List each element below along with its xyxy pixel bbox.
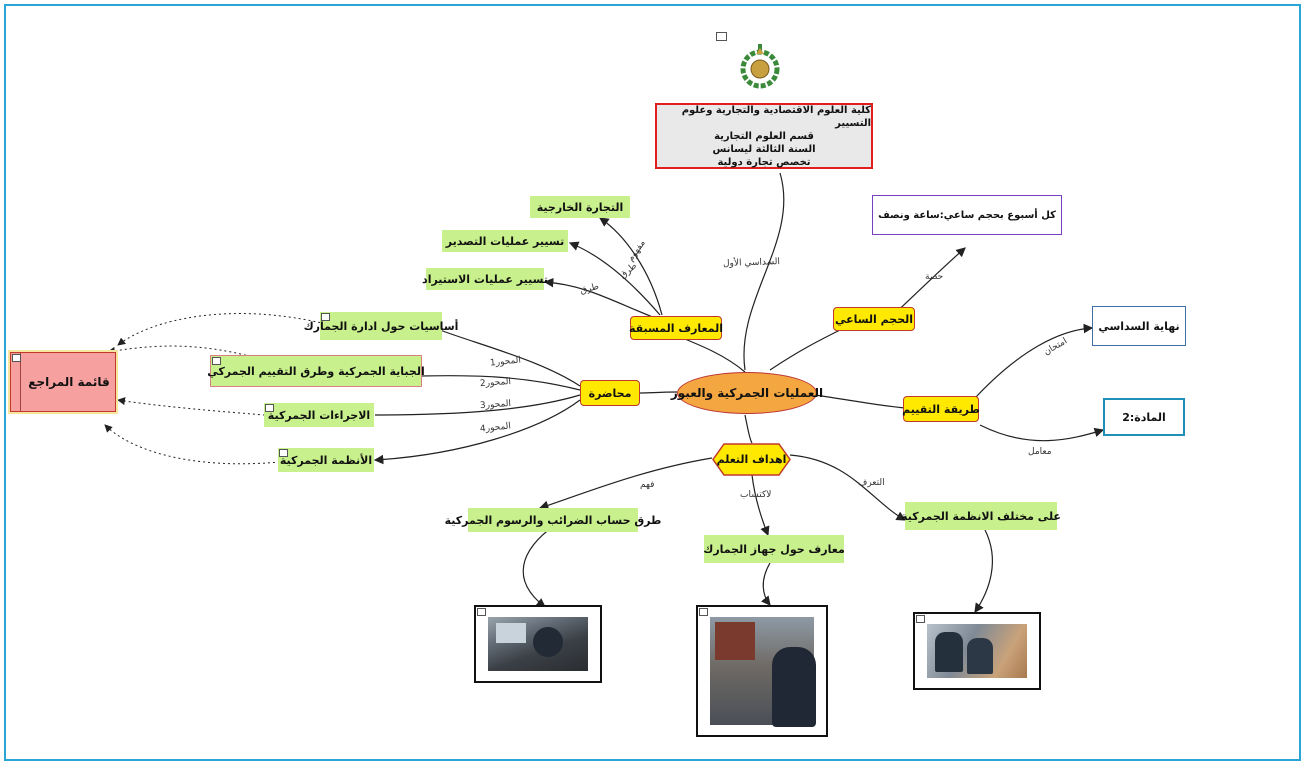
edge-lecture-axis1: [439, 329, 581, 387]
hours-item[interactable]: كل أسبوع بحجم ساعي:ساعة ونصف: [872, 195, 1062, 235]
lecture-item-procedures[interactable]: الاجراءات الجمركية: [264, 403, 374, 427]
goal-item-taxes[interactable]: طرق حساب الضرائب والرسوم الجمركية: [445, 508, 661, 532]
edge-center-eval: [814, 394, 906, 409]
hub-lecture[interactable]: محاضرة: [580, 380, 640, 406]
header-line-department: قسم العلوم التجارية: [714, 130, 814, 142]
edge-goals-systems: [789, 454, 907, 521]
lecture-item-procedures-label: الاجراءات الجمركية: [267, 408, 371, 422]
collapse-marker-icon[interactable]: [321, 313, 330, 321]
edge-goals-knowledge: [751, 474, 770, 537]
photo-customs-inspection-image: [927, 624, 1027, 678]
edge-label-axis3: المحور3: [479, 398, 512, 412]
hub-goals[interactable]: اهداف التعلم: [712, 443, 791, 476]
edge-label-session: حصة: [925, 272, 944, 282]
collapse-marker-icon[interactable]: [265, 404, 274, 412]
photo-customs-officers-image: [710, 617, 816, 727]
edge-prior-trade: [599, 217, 663, 316]
hub-evaluation[interactable]: طريقة التقييم: [902, 396, 980, 422]
collapse-marker-icon[interactable]: [279, 449, 288, 457]
edge-knowledge-photo: [761, 562, 771, 606]
edge-label-axis2: المحور2: [479, 376, 512, 390]
eval-item-coef[interactable]: المادة:2: [1103, 398, 1185, 436]
prior-item-trade[interactable]: التجارة الخارجية: [530, 196, 630, 218]
photo-customs-inspection: [913, 612, 1041, 690]
hub-goals-label: اهداف التعلم: [716, 453, 787, 466]
central-topic[interactable]: العمليات الجمركية والعبور: [671, 372, 823, 414]
goal-item-systems[interactable]: على مختلف الانظمة الجمركية: [901, 502, 1061, 530]
collapse-marker-icon[interactable]: [212, 357, 221, 365]
lecture-item-taxation-label: الجباية الجمركية وطرق التقييم الجمركي: [207, 364, 425, 378]
lecture-item-basics[interactable]: أساسيات حول ادارة الجمارك: [304, 312, 458, 340]
edge-center-lecture: [639, 391, 678, 394]
edge-systems-photo: [974, 529, 993, 613]
hub-prior-knowledge[interactable]: المعارف المسبقة: [629, 316, 723, 340]
edge-label-coef: معامل: [1028, 447, 1052, 457]
ref-link-4: [104, 424, 281, 465]
edge-center-hours: [769, 329, 841, 371]
edge-label-semester: السداسي الأول: [722, 257, 781, 269]
edge-eval-coef: [979, 424, 1105, 442]
lecture-item-systems[interactable]: الأنظمة الجمركية: [278, 448, 374, 472]
header-line-year: السنة الثالثة ليسانس: [712, 143, 816, 155]
goal-item-customs-knowledge[interactable]: معارف حول جهاز الجمارك: [703, 535, 845, 563]
photo-customs-computer: [474, 605, 602, 683]
references-side-bar: [20, 353, 21, 411]
corner-marker-icon: [716, 32, 727, 41]
prior-item-export[interactable]: تسيير عمليات التصدير: [442, 230, 568, 252]
edge-label-acquire: لاكتساب: [740, 490, 772, 500]
photo-customs-officers: [696, 605, 828, 737]
edge-eval-semester: [974, 323, 1094, 399]
lecture-item-systems-label: الأنظمة الجمركية: [279, 453, 373, 467]
ref-link-3: [117, 397, 266, 416]
edge-label-understand: فهم: [640, 480, 655, 490]
hexagon-shape: [712, 443, 791, 476]
edge-prior-import: [543, 277, 656, 319]
collapse-marker-icon[interactable]: [699, 608, 708, 616]
hub-hours[interactable]: الحجم الساعي: [833, 307, 915, 331]
edge-taxes-photo: [522, 524, 556, 608]
edge-lecture-axis2: [419, 375, 581, 391]
header-line-faculty: كلية العلوم الاقتصادية والتجارية وعلوم ا…: [681, 104, 871, 129]
collapse-marker-icon[interactable]: [12, 354, 21, 362]
eval-item-semester-end[interactable]: نهاية السداسي: [1092, 306, 1186, 346]
collapse-marker-icon[interactable]: [477, 608, 486, 616]
edge-goals-taxes: [538, 457, 713, 510]
edge-label-know: التعرف: [858, 478, 885, 488]
edge-center-goals: [744, 414, 753, 444]
edge-center-prior: [674, 334, 746, 373]
edge-center-header: [743, 172, 785, 371]
prior-item-import[interactable]: تسيير عمليات الاستيراد: [422, 268, 548, 290]
references-label: قائمة المراجع: [28, 375, 110, 389]
collapse-marker-icon[interactable]: [916, 615, 925, 623]
edge-prior-export: [568, 241, 661, 316]
header-box: كلية العلوم الاقتصادية والتجارية وعلوم ا…: [655, 103, 873, 169]
lecture-item-taxation[interactable]: الجباية الجمركية وطرق التقييم الجمركي: [207, 355, 425, 387]
ref-link-1: [117, 313, 331, 346]
references-box[interactable]: قائمة المراجع: [10, 352, 116, 412]
emblem-icon: [740, 44, 780, 89]
edge-lecture-axis3: [374, 394, 581, 416]
header-line-specialty: تخصص تجارة دولية: [717, 156, 811, 168]
lecture-item-basics-label: أساسيات حول ادارة الجمارك: [303, 319, 459, 333]
edge-lecture-axis4: [373, 399, 581, 465]
photo-customs-computer-image: [488, 617, 588, 671]
